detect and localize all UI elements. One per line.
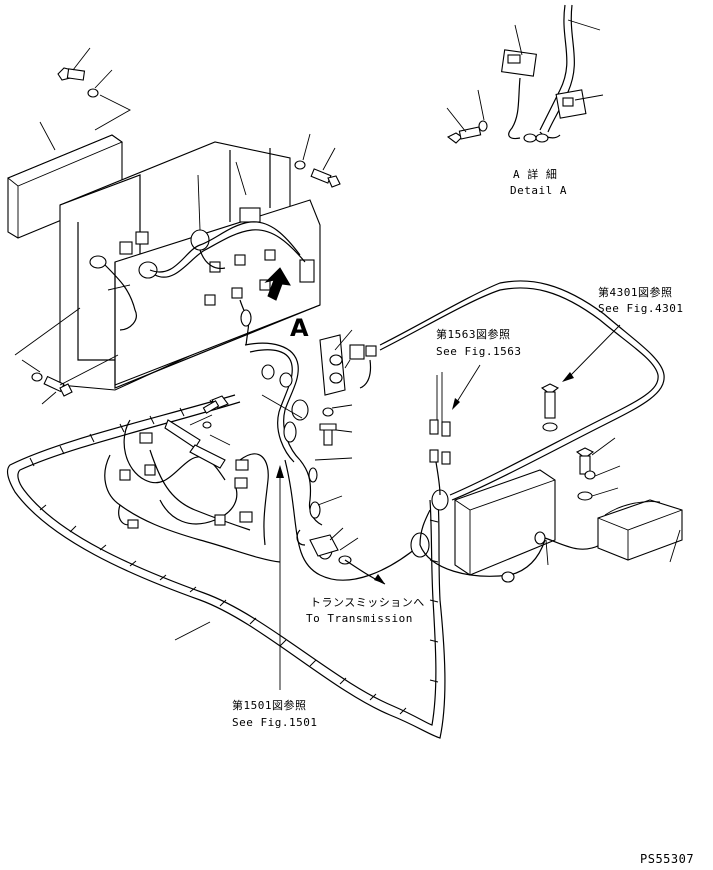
center-bracket-wiring	[244, 280, 665, 585]
detail-a-assembly	[446, 4, 604, 144]
sub-harness-cluster	[104, 395, 281, 563]
bolt-washer-top-left	[57, 47, 131, 131]
right-side-components	[410, 324, 683, 583]
view-a-marker: A	[290, 314, 310, 342]
main-panel-box	[14, 133, 341, 405]
see-fig-1501-jp: 第1501図参照	[232, 699, 307, 712]
fig1501-pointer	[276, 465, 284, 690]
detail-a-label-en: Detail A	[510, 184, 567, 197]
drawing-number: PS55307	[640, 852, 695, 866]
see-fig-1563-en: See Fig.1563	[436, 345, 522, 358]
main-harness-loop	[6, 394, 446, 739]
see-fig-4301-jp: 第4301図参照	[598, 286, 673, 299]
see-fig-4301-en: See Fig.4301	[598, 302, 684, 315]
see-fig-1501-en: See Fig.1501	[232, 716, 318, 729]
harness-corrugation-ticks	[29, 399, 439, 715]
to-transmission-jp: トランスミッションへ	[310, 596, 425, 609]
see-fig-1563-jp: 第1563図参照	[436, 328, 511, 341]
to-transmission-en: To Transmission	[306, 612, 413, 625]
detail-a-label-jp: A 詳 細	[513, 168, 558, 181]
